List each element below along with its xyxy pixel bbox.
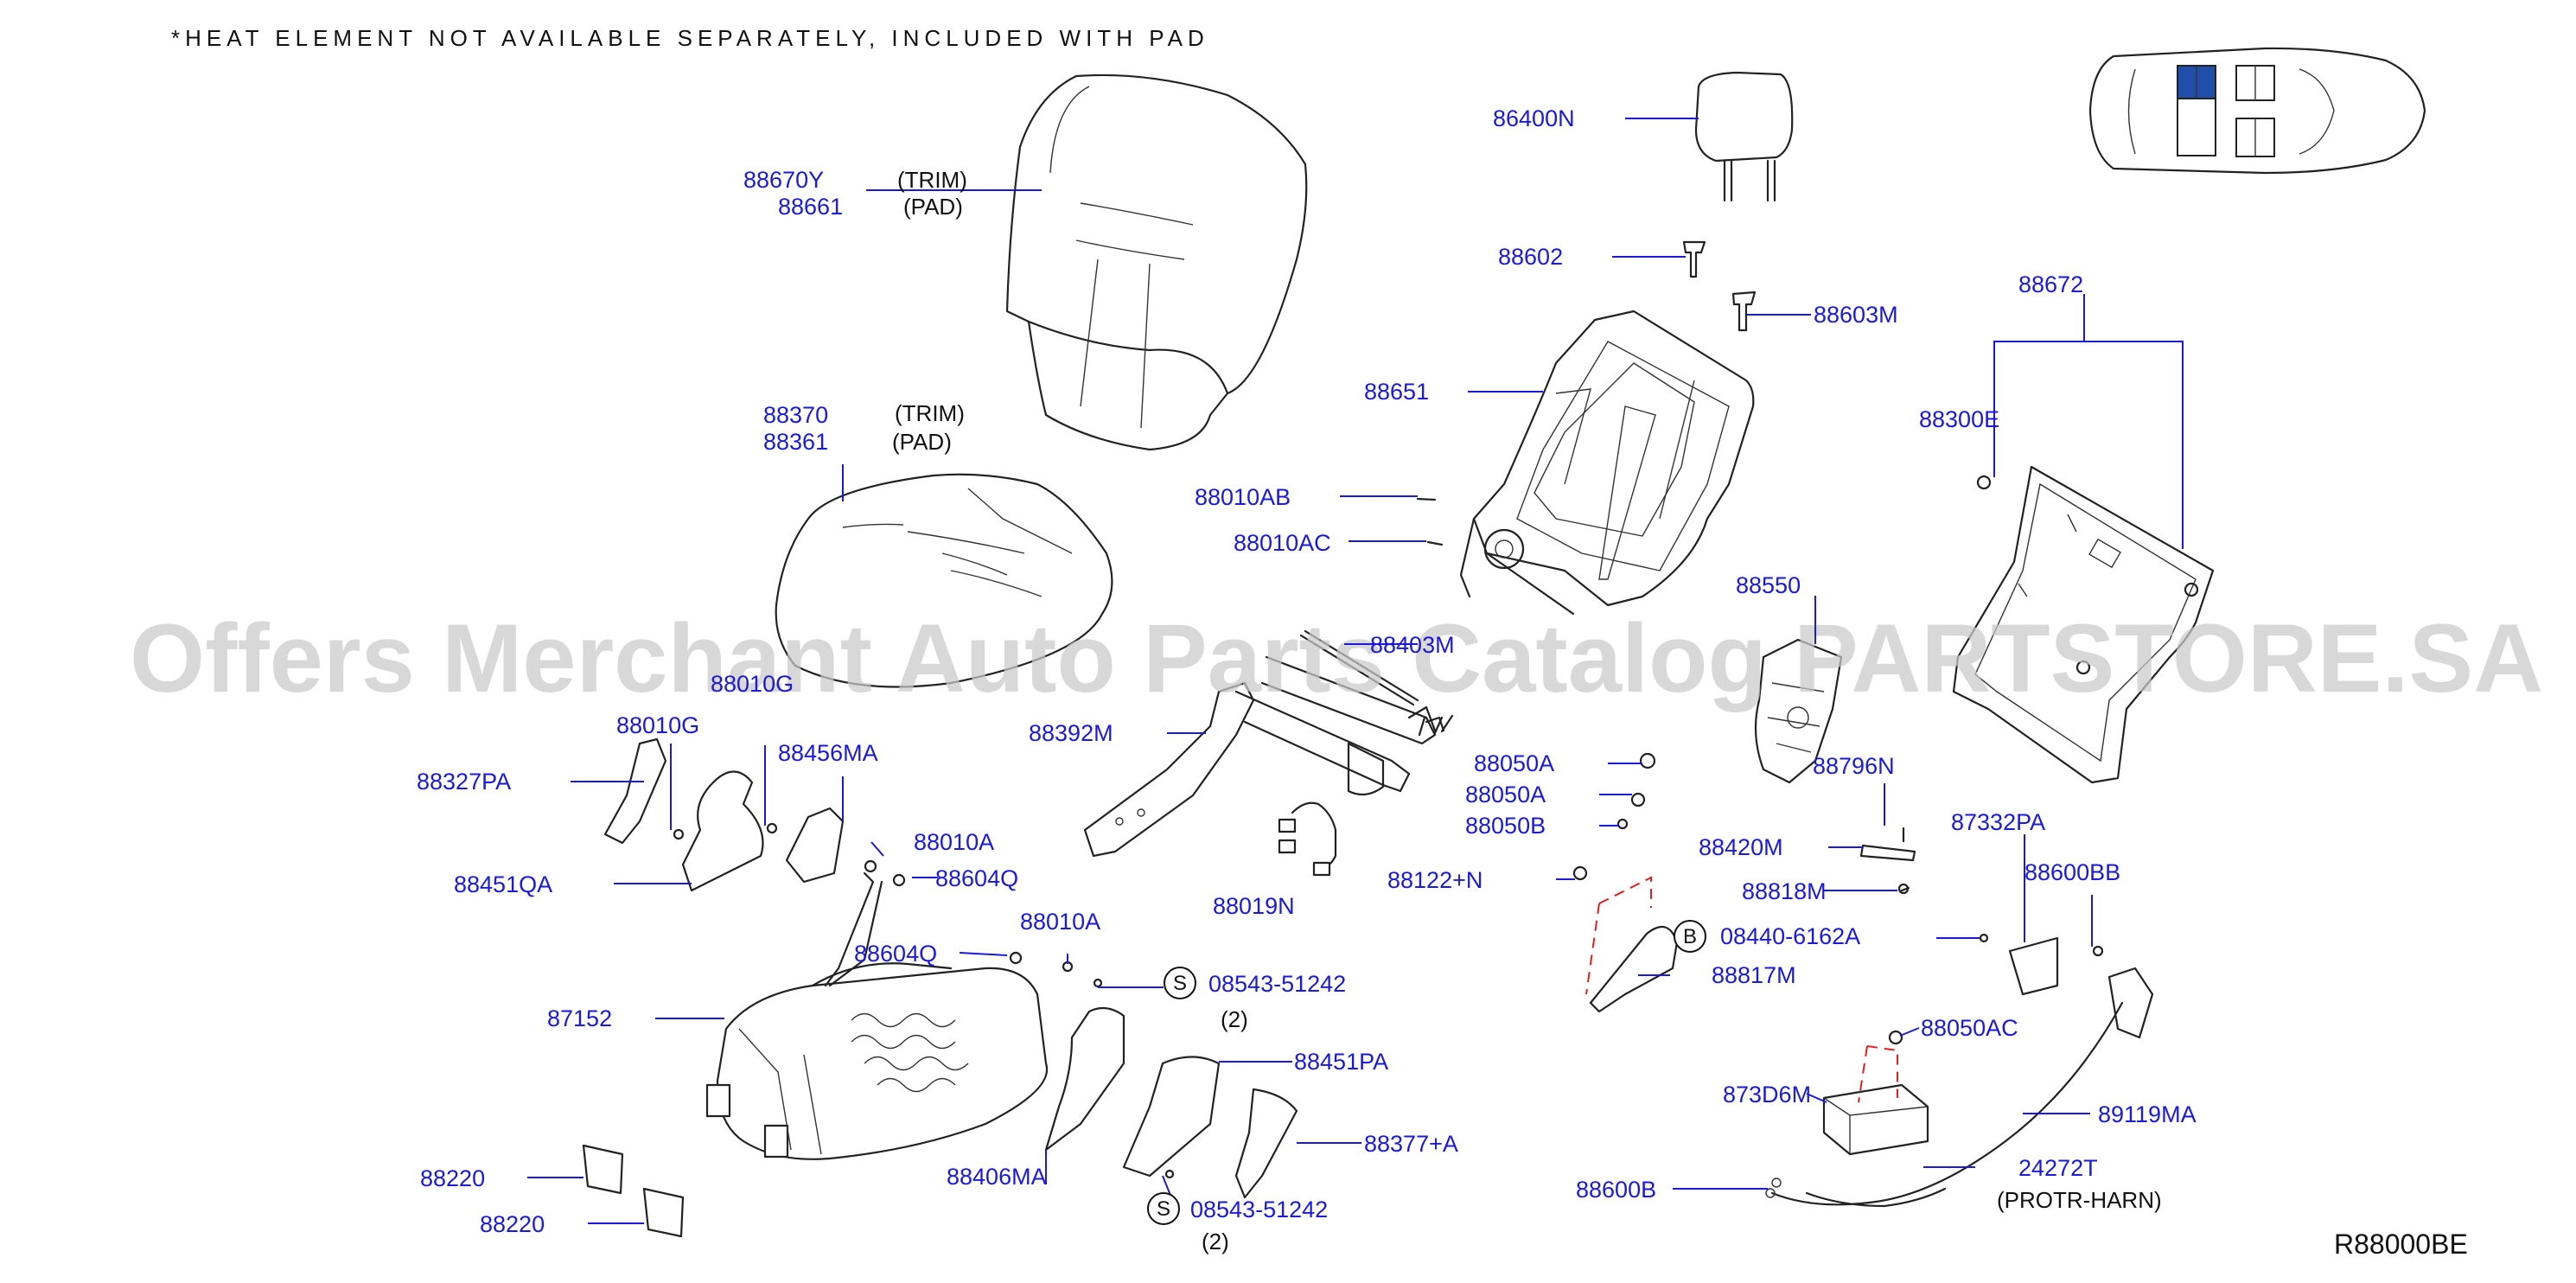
part-label[interactable]: 88796N — [1813, 753, 1895, 779]
headrest-drawing — [1694, 71, 1794, 202]
quantity-descriptor: (2) — [1202, 1229, 1229, 1254]
part-label[interactable]: 88672 — [2018, 271, 2083, 297]
wire-harness-drawing — [1278, 801, 1337, 877]
seat-latch-drawing — [2008, 936, 2154, 1039]
fastener-drawings — [673, 497, 2104, 1179]
part-label[interactable]: 87332PA — [1951, 809, 2045, 835]
part-label[interactable]: 88050B — [1465, 813, 1546, 839]
headrest-guide-drawing — [1682, 240, 1757, 332]
rear-panel-drawing — [1952, 465, 2215, 784]
part-label[interactable]: 88604Q — [935, 865, 1018, 891]
part-label[interactable]: 88600BB — [2024, 859, 2120, 885]
harness-descriptor: (PROTR-HARN) — [1997, 1187, 2162, 1213]
part-label[interactable]: 88010AB — [1195, 484, 1291, 510]
part-label[interactable]: 86400N — [1493, 105, 1575, 131]
part-label[interactable]: 88602 — [1498, 244, 1563, 270]
part-label[interactable]: 873D6M — [1723, 1082, 1811, 1107]
part-label[interactable]: 88220 — [480, 1211, 545, 1237]
part-label[interactable]: 88661 — [778, 194, 843, 220]
svg-text:S: S — [1173, 972, 1187, 995]
callout-s-2: S — [1147, 1192, 1180, 1225]
part-label[interactable]: 88377+A — [1364, 1131, 1458, 1157]
pad-descriptor: (PAD) — [903, 194, 963, 220]
callout-b: B — [1674, 920, 1706, 953]
part-label[interactable]: 08543-51242 — [1190, 1197, 1328, 1222]
part-label[interactable]: 88050A — [1474, 750, 1554, 776]
part-label[interactable]: 88406MA — [947, 1164, 1047, 1190]
part-label[interactable]: 88600B — [1576, 1177, 1656, 1203]
recliner-cover-drawing — [1044, 1006, 1298, 1199]
part-label[interactable]: 88370 — [763, 402, 828, 428]
part-label[interactable]: 88019N — [1213, 893, 1295, 919]
car-location-pictogram — [2088, 47, 2426, 175]
part-label[interactable]: 88361 — [763, 429, 828, 455]
trim-descriptor: (TRIM) — [897, 167, 967, 193]
seat-back-frame-drawing — [1459, 310, 1755, 616]
part-label[interactable]: 88010G — [616, 712, 699, 738]
part-label[interactable]: 88010A — [1020, 909, 1100, 935]
seat-cushion-drawing — [775, 473, 1113, 688]
part-label[interactable]: 87152 — [547, 1005, 612, 1031]
part-label[interactable]: 88550 — [1736, 572, 1801, 598]
side-bracket-drawing — [603, 737, 875, 987]
part-label[interactable]: 88451QA — [454, 871, 552, 897]
part-label[interactable]: 88010G — [711, 671, 794, 697]
lock-mechanism-drawing — [1754, 638, 1843, 784]
watermark: Offers Merchant Auto Parts Catalog PARTS… — [130, 604, 2543, 712]
harness-cable-drawing — [1765, 1001, 2124, 1208]
callout-s-1: S — [1164, 967, 1196, 999]
part-label[interactable]: 88651 — [1364, 379, 1429, 405]
part-label[interactable]: 88050AC — [1921, 1015, 2018, 1041]
latch-bracket-drawing — [1585, 876, 1679, 1013]
cushion-frame-drawing — [705, 880, 1049, 1160]
quantity-descriptor: (2) — [1221, 1006, 1248, 1032]
part-label[interactable]: 88456MA — [778, 740, 878, 766]
svg-text:B: B — [1683, 925, 1697, 948]
part-label[interactable]: 88451PA — [1294, 1049, 1388, 1075]
part-label[interactable]: 08440-6162A — [1720, 923, 1860, 949]
part-label[interactable]: 08543-51242 — [1208, 971, 1346, 997]
part-label[interactable]: 24272T — [2018, 1155, 2098, 1181]
part-label[interactable]: 88392M — [1029, 720, 1113, 746]
part-label[interactable]: 88604Q — [854, 941, 937, 967]
leader-lines — [527, 118, 2184, 1224]
heat-element-note: *HEAT ELEMENT NOT AVAILABLE SEPARATELY, … — [171, 25, 1209, 51]
part-label[interactable]: 88050A — [1465, 782, 1546, 807]
part-label[interactable]: 88220 — [420, 1165, 485, 1191]
part-label[interactable]: 88603M — [1814, 302, 1898, 328]
trim-descriptor: (TRIM) — [895, 400, 965, 426]
part-labels: 88670Y 88661 88370 88361 86400N 88602 88… — [417, 105, 2197, 1237]
part-label[interactable]: 88010AC — [1234, 530, 1331, 556]
diagram-reference: R88000BE — [2334, 1229, 2468, 1260]
part-label[interactable]: 88420M — [1699, 834, 1783, 860]
part-label[interactable]: 88818M — [1742, 878, 1827, 904]
part-label[interactable]: 88010A — [914, 829, 994, 855]
seat-rail-drawing — [1083, 629, 1445, 858]
seat-back-trim-drawing — [1005, 73, 1308, 451]
pad-descriptor: (PAD) — [892, 429, 952, 455]
part-label[interactable]: 88327PA — [417, 769, 511, 795]
part-label[interactable]: 89119MA — [2098, 1101, 2197, 1127]
end-cover-drawing — [582, 1144, 685, 1238]
control-module-drawing — [1822, 1045, 1929, 1156]
part-label[interactable]: 88300E — [1919, 406, 1999, 432]
part-label[interactable]: 88122+N — [1387, 867, 1482, 893]
svg-text:S: S — [1157, 1197, 1170, 1221]
part-label[interactable]: 88403M — [1370, 632, 1455, 658]
part-label[interactable]: 88817M — [1712, 962, 1796, 988]
part-label[interactable]: 88670Y — [743, 167, 824, 193]
